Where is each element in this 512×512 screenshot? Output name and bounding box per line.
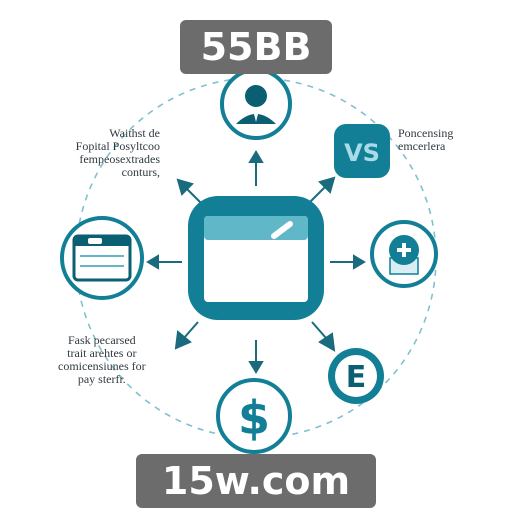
- arrow-right: [330, 254, 366, 270]
- top-badge: 55BB: [180, 20, 332, 74]
- label-top-left: Waithst de Fopital Posyltcoo fempeosextr…: [76, 127, 160, 179]
- label-line: fempeosextrades: [79, 152, 160, 166]
- person-icon: [220, 68, 292, 140]
- arrow-down-right: [311, 321, 336, 352]
- vs-label: VS: [344, 139, 380, 167]
- arrow-left: [146, 254, 182, 270]
- bottom-badge: 15w.com: [136, 454, 376, 508]
- label-line: Poncensing: [398, 126, 454, 140]
- label-line: Fask pecarsed: [68, 333, 136, 347]
- arrow-down-left: [174, 321, 199, 350]
- arrow-up: [248, 150, 264, 186]
- label-line: Waithst de: [109, 126, 160, 140]
- label-line: pay sterfr.: [77, 372, 126, 386]
- arrow-down: [248, 340, 264, 374]
- letter-e-icon: E: [328, 348, 384, 404]
- label-line: conturs,: [121, 165, 160, 179]
- e-letter: E: [346, 360, 367, 395]
- label-line: trait arehtes or: [67, 346, 137, 360]
- central-app-window-icon: [188, 196, 324, 320]
- label-bottom-left: Fask pecarsed trait arehtes or comicensi…: [58, 334, 146, 386]
- label-line: comicensiunes for: [58, 359, 146, 373]
- browser-window-icon: [60, 216, 144, 300]
- vs-icon: VS: [334, 124, 390, 178]
- arrow-up-right: [307, 176, 336, 205]
- dollar-symbol: $: [238, 391, 270, 445]
- label-line: Fopital Posyltcoo: [75, 139, 160, 153]
- plus-icon: [370, 220, 438, 288]
- label-top-right: Poncensing emcerlera: [398, 127, 453, 153]
- connector-arrows: [146, 150, 366, 374]
- label-line: emcerlera: [398, 139, 446, 153]
- dollar-icon: $: [216, 378, 292, 454]
